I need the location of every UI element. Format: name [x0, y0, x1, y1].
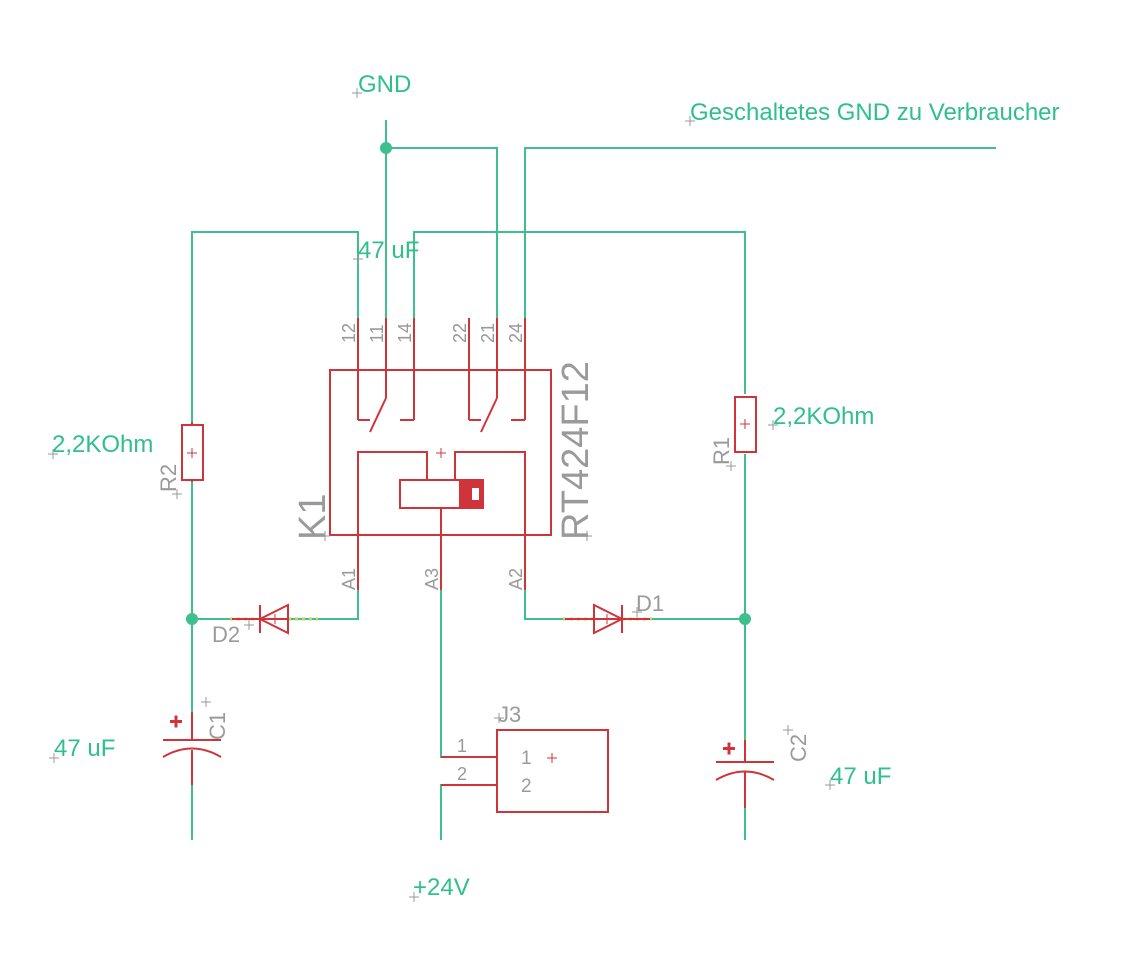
diode-d1: [563, 603, 652, 635]
d2-triangle: [257, 603, 289, 635]
j3-name: J3: [498, 702, 521, 727]
pin-label-a1: A1: [339, 568, 359, 590]
capacitor-c1: [162, 697, 222, 785]
junction-right: [739, 613, 751, 625]
j3-outer-pin-2: 2: [457, 764, 467, 784]
diode-d2: [230, 603, 318, 635]
pin-label-24: 24: [506, 323, 526, 343]
j3-body: [496, 729, 609, 813]
net-label-24v: +24V: [413, 874, 470, 901]
resistor-r2: [172, 422, 204, 499]
pin-label-11: 11: [367, 324, 387, 343]
coil-marker-gap: [472, 488, 479, 500]
d2-name: D2: [212, 622, 240, 647]
wire-a3-j3: [440, 560, 497, 758]
relay-value: RT424F12: [555, 361, 597, 540]
wire-a2-d1: [524, 560, 565, 620]
r1-value: 2,2KOhm: [773, 403, 874, 430]
switch-arm-2: [480, 397, 498, 433]
r2-name: R2: [156, 464, 181, 492]
c1-name: C1: [205, 712, 230, 740]
pin-label-22: 22: [450, 323, 470, 343]
junction-gnd: [380, 142, 392, 154]
relay-pin-labels: 12 11 14 22 21 24 A1 A3 A2: [339, 323, 526, 590]
net-label-gnd: GND: [358, 71, 411, 98]
pin-label-a3: A3: [422, 568, 442, 590]
connector-j3: [441, 713, 609, 813]
pin-label-12: 12: [339, 323, 359, 343]
relay-k1: [320, 318, 592, 590]
c1-plate-curved: [162, 747, 222, 758]
resistor-r1: [726, 396, 757, 471]
pin-label-14: 14: [395, 323, 415, 343]
c-top-value: 47 uF: [358, 237, 419, 264]
switch-arm-1: [369, 397, 387, 433]
d1-name: D1: [636, 591, 664, 616]
capacitor-c2: [715, 725, 793, 808]
coil-bracket-left: [357, 451, 428, 535]
r1-body: [734, 396, 757, 453]
c1-plus-v: [174, 715, 178, 728]
j3-outer-pin-1: 1: [457, 736, 467, 756]
coil-marker: [459, 480, 483, 508]
d1-triangle: [593, 603, 625, 635]
c2-value: 47 uF: [830, 763, 891, 790]
c2-plus-v: [727, 742, 731, 755]
pin-label-a2: A2: [506, 568, 526, 590]
wire-pin14-right-rail: [413, 231, 746, 394]
r1-name: R1: [709, 437, 734, 465]
coil-bracket-right: [454, 451, 526, 535]
r2-value: 2,2KOhm: [52, 431, 153, 458]
net-label-switched-gnd: Geschaltetes GND zu Verbraucher: [690, 99, 1060, 126]
wire-gnd-to-21: [386, 147, 498, 318]
wire-j3-24v: [440, 784, 497, 840]
j3-inner-pin-1: 1: [521, 748, 532, 769]
c1-value: 47 uF: [54, 735, 115, 762]
junction-left: [186, 613, 198, 625]
wire-switched-gnd: [524, 147, 996, 318]
relay-name: K1: [292, 494, 334, 540]
c2-name: C2: [786, 734, 811, 762]
wire-pin12-left-rail: [191, 231, 359, 422]
pin-label-21: 21: [478, 323, 498, 343]
j3-inner-pin-2: 2: [521, 776, 532, 797]
c2-plate-curved: [715, 770, 775, 781]
